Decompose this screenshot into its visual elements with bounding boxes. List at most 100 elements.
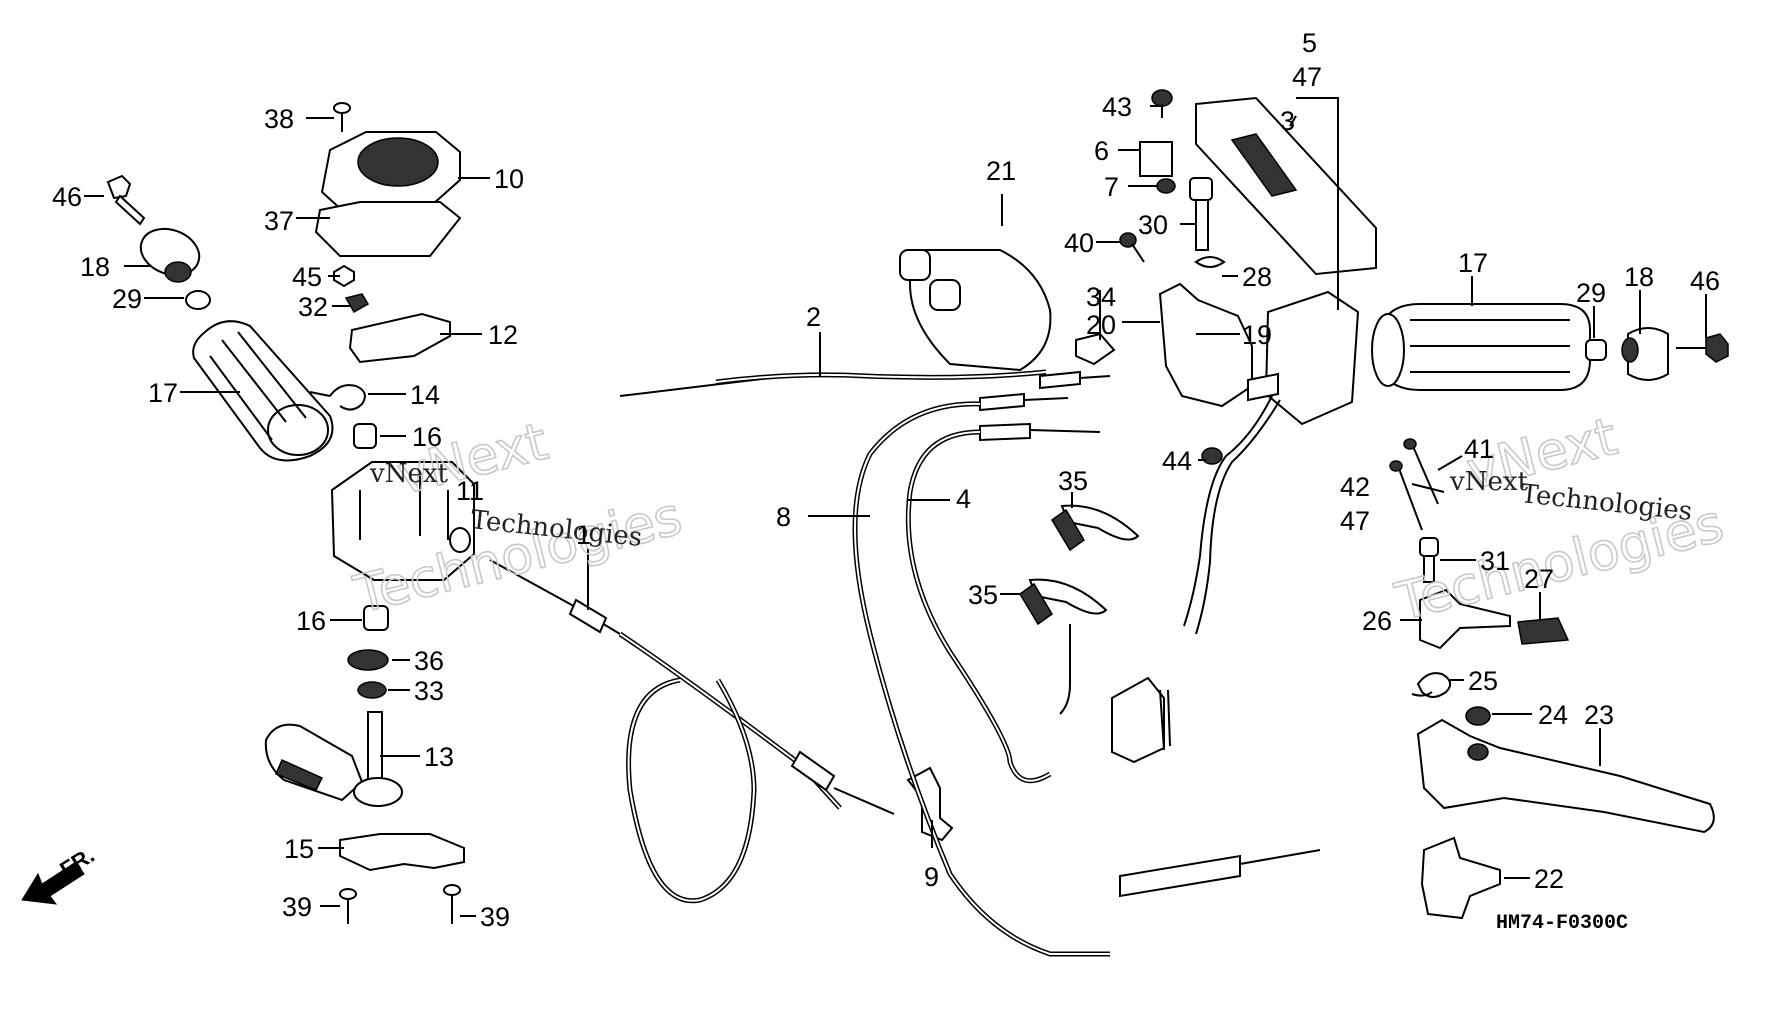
bar-end-18-right <box>1621 327 1669 381</box>
front-direction-arrow: FR. <box>21 842 99 905</box>
callout-11: 11 <box>456 476 484 506</box>
callout-20: 20 <box>1086 310 1116 340</box>
bush-16-lower <box>363 605 389 631</box>
gasket-37 <box>314 201 462 257</box>
callout-43: 43 <box>1102 92 1132 122</box>
washer-33 <box>357 681 387 699</box>
callout-7: 7 <box>1104 172 1119 202</box>
throttle-housing-11 <box>330 461 475 581</box>
bush-16-upper <box>353 423 377 449</box>
callout-41: 41 <box>1464 434 1494 464</box>
callout-24: 24 <box>1538 700 1568 730</box>
callout-16-lower: 16 <box>296 606 326 636</box>
clip-34 <box>1075 332 1116 366</box>
callout-4: 4 <box>956 484 971 514</box>
bracket-20-19 <box>1158 282 1253 408</box>
callout-17-left: 17 <box>148 378 178 408</box>
callout-8: 8 <box>776 502 791 532</box>
brake-cable-8 <box>852 392 1321 957</box>
throttle-lever-13 <box>264 711 403 807</box>
callout-32: 32 <box>298 292 328 322</box>
callout-12: 12 <box>488 320 518 350</box>
callout-45: 45 <box>292 262 322 292</box>
throttle-cover-10 <box>320 131 461 213</box>
washer-36 <box>347 649 389 671</box>
callout-34: 34 <box>1086 282 1116 312</box>
spring-25 <box>1411 672 1452 698</box>
spring-14 <box>309 384 366 411</box>
cable-4 <box>905 422 1101 784</box>
callout-17-right: 17 <box>1458 248 1488 278</box>
callout-5: 5 <box>1302 28 1317 58</box>
callout-3: 3 <box>1280 106 1295 136</box>
strap-35-lower <box>1019 578 1108 626</box>
watermark-small-bottom: Technologies <box>1519 479 1693 527</box>
holder-22 <box>1420 836 1501 920</box>
choke-cable-2 <box>619 369 1111 397</box>
callout-6: 6 <box>1094 136 1109 166</box>
callout-2: 2 <box>806 302 821 332</box>
callout-35-lower: 35 <box>968 580 998 610</box>
bar-end-18-left <box>139 227 201 283</box>
callout-30: 30 <box>1138 210 1168 240</box>
callout-39-left: 39 <box>282 892 312 922</box>
pin-24 <box>1465 706 1491 726</box>
nut-44 <box>1201 447 1223 465</box>
screws-41-42 <box>1389 438 1439 531</box>
callout-18-left: 18 <box>80 252 110 282</box>
collar-29-right <box>1585 339 1607 361</box>
callout-13: 13 <box>424 742 454 772</box>
callout-9: 9 <box>924 862 939 892</box>
callout-1: 1 <box>576 520 591 550</box>
callout-26: 26 <box>1362 606 1392 636</box>
callout-40: 40 <box>1064 228 1094 258</box>
callout-10: 10 <box>494 164 524 194</box>
cover-21 <box>899 249 1052 372</box>
callout-27: 27 <box>1524 564 1554 594</box>
grip-17-left <box>192 320 334 462</box>
callout-19: 19 <box>1242 320 1272 350</box>
callout-28: 28 <box>1242 262 1272 292</box>
grip-17-right <box>1371 303 1591 391</box>
screw-40 <box>1119 232 1145 263</box>
collar-29-left <box>185 290 211 310</box>
callout-36: 36 <box>414 646 444 676</box>
bolt-39-right <box>443 884 461 924</box>
clip-32 <box>344 293 370 314</box>
switch-6 <box>1139 141 1173 177</box>
bracket-15 <box>339 833 465 872</box>
wiring-harness <box>1111 395 1281 764</box>
strap-35-upper <box>1051 504 1140 552</box>
watermark-small-top: vNext <box>369 459 448 489</box>
callout-29-right: 29 <box>1576 278 1606 308</box>
callout-23: 23 <box>1584 700 1614 730</box>
callout-18-right: 18 <box>1624 262 1654 292</box>
callout-38: 38 <box>264 104 294 134</box>
callout-31: 31 <box>1480 546 1510 576</box>
leader-lines <box>84 97 1707 917</box>
callout-46-left: 46 <box>52 182 82 212</box>
plate-12 <box>348 312 451 364</box>
callout-39-right: 39 <box>480 902 510 932</box>
nut-7 <box>1156 178 1176 194</box>
callout-16-upper: 16 <box>412 422 442 452</box>
switch-bolt-43 <box>1151 89 1173 118</box>
callout-33: 33 <box>414 676 444 706</box>
nut-45 <box>333 264 355 288</box>
callout-14: 14 <box>410 380 440 410</box>
callout-labels: 38 10 46 37 18 45 29 32 12 17 14 16 11 1… <box>52 28 1720 932</box>
diagram-reference-code: HM74-F0300C <box>1496 912 1628 935</box>
callout-25: 25 <box>1468 666 1498 696</box>
callout-15: 15 <box>284 834 314 864</box>
watermark-right: vNext Technologies vNext Technologies <box>1389 406 1730 634</box>
lever-26 <box>1419 588 1511 650</box>
watermark-small-top: vNext <box>1449 467 1528 497</box>
bolt-30 <box>1189 177 1213 251</box>
bolt-46-left <box>106 174 146 226</box>
callout-42: 42 <box>1340 472 1370 502</box>
callout-44: 44 <box>1162 446 1192 476</box>
callout-29-left: 29 <box>112 284 142 314</box>
callout-21: 21 <box>986 156 1016 186</box>
switch-kit-3 <box>1195 96 1377 276</box>
callout-46-right: 46 <box>1690 266 1720 296</box>
